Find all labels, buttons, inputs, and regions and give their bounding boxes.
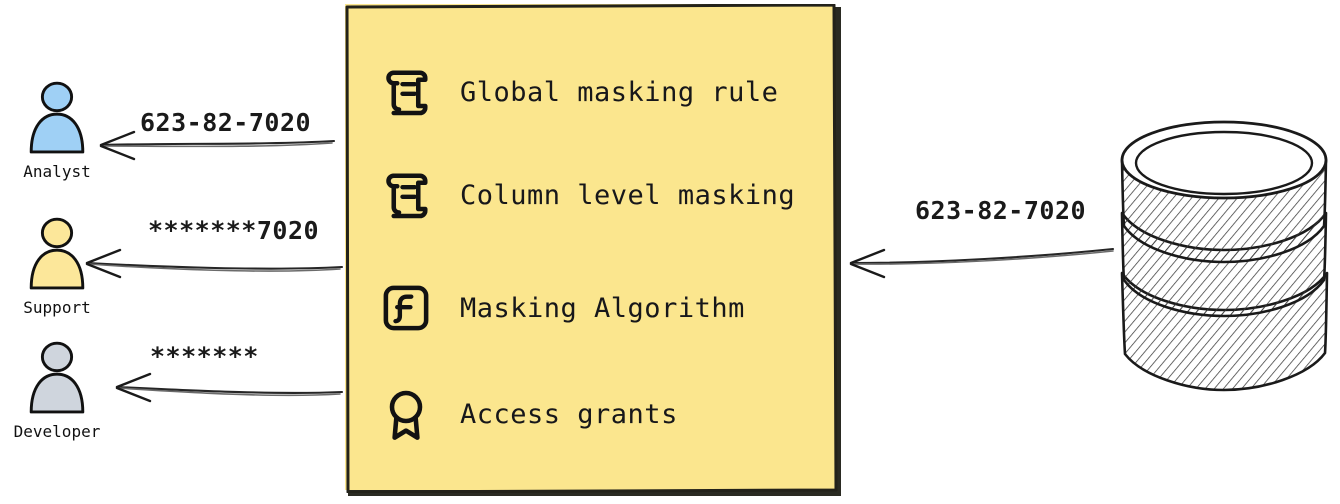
flow-label-analyst: 623-82-7020 [140, 108, 312, 137]
policy-item-label: Masking Algorithm [460, 292, 745, 324]
arrow-to-analyst [99, 130, 336, 161]
person-icon [29, 217, 85, 290]
actor-developer[interactable]: Developer [2, 338, 112, 441]
arrow-to-developer [115, 372, 344, 403]
function-icon [383, 285, 429, 331]
policy-item-list: Global masking rule Column level masking [345, 4, 835, 490]
scroll-icon [386, 70, 428, 116]
flow-label-source: 623-82-7020 [915, 196, 1087, 225]
database-cylinder-icon [1120, 120, 1329, 392]
arrow-to-support [85, 248, 344, 279]
flow-label-developer: ******* [150, 342, 259, 371]
policy-item-label: Column level masking [460, 179, 796, 211]
actor-support[interactable]: Support [2, 214, 112, 317]
policy-item-masking-algorithm[interactable]: Masking Algorithm [378, 276, 745, 340]
actor-analyst[interactable]: Analyst [2, 78, 112, 181]
policy-item-label: Access grants [460, 398, 678, 430]
policy-item-access-grants[interactable]: Access grants [378, 382, 678, 446]
person-icon [29, 81, 85, 154]
policy-item-column-level-masking[interactable]: Column level masking [378, 163, 795, 227]
arrow-from-database [849, 247, 1115, 279]
policy-box: Global masking rule Column level masking [345, 4, 841, 496]
policy-item-label: Global masking rule [460, 76, 779, 108]
actor-developer-label: Developer [13, 422, 101, 441]
scroll-icon [386, 173, 428, 219]
actor-analyst-label: Analyst [23, 162, 91, 181]
flow-label-support: *******7020 [148, 216, 320, 245]
person-icon [29, 341, 85, 414]
actor-support-label: Support [23, 298, 91, 317]
policy-item-global-masking-rule[interactable]: Global masking rule [378, 60, 778, 124]
award-icon [389, 390, 423, 440]
